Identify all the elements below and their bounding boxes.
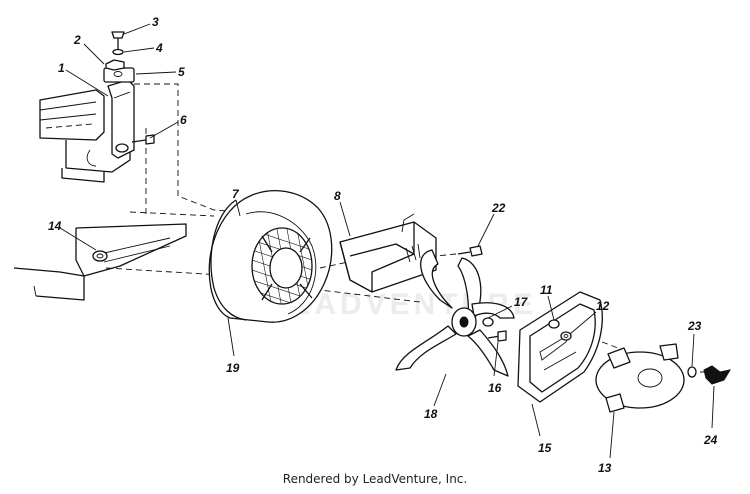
engine-outline bbox=[39, 89, 131, 183]
chute-bracket bbox=[339, 213, 437, 293]
leader-lines bbox=[59, 23, 715, 459]
bolt-6 bbox=[131, 134, 155, 145]
washer-4 bbox=[112, 48, 124, 56]
nut-11 bbox=[548, 319, 560, 329]
callout-8: 8 bbox=[334, 189, 341, 203]
render-credit-footer: Rendered by LeadVenture, Inc. bbox=[282, 472, 468, 486]
callout-17: 17 bbox=[514, 295, 529, 309]
bolt-16 bbox=[487, 330, 507, 342]
impeller-cover bbox=[595, 343, 685, 413]
callout-3: 3 bbox=[152, 15, 159, 29]
washer-23 bbox=[687, 366, 697, 378]
screw-22 bbox=[457, 245, 483, 257]
callout-15: 15 bbox=[538, 441, 552, 455]
callout-6: 6 bbox=[180, 113, 187, 127]
callout-19: 19 bbox=[226, 361, 240, 375]
callout-24: 24 bbox=[703, 433, 718, 447]
mounting-bracket bbox=[103, 67, 135, 159]
washer-12 bbox=[560, 331, 572, 341]
callout-12: 12 bbox=[596, 299, 610, 313]
callout-11: 11 bbox=[540, 283, 553, 297]
callout-16: 16 bbox=[488, 381, 502, 395]
callout-14: 14 bbox=[48, 219, 62, 233]
intake-grille bbox=[251, 227, 313, 305]
knob-24 bbox=[703, 365, 732, 385]
callout-23: 23 bbox=[687, 319, 702, 333]
callout-2: 2 bbox=[73, 33, 81, 47]
callout-5: 5 bbox=[178, 65, 185, 79]
screw-3 bbox=[111, 31, 125, 52]
callout-4: 4 bbox=[155, 41, 163, 55]
callout-1: 1 bbox=[58, 61, 65, 75]
nut-2 bbox=[105, 59, 125, 71]
callout-18: 18 bbox=[424, 407, 438, 421]
cover-plate bbox=[517, 291, 603, 403]
hub-washer-17 bbox=[482, 317, 494, 327]
callout-7: 7 bbox=[232, 187, 240, 201]
callout-13: 13 bbox=[598, 461, 612, 475]
frame-rail bbox=[13, 223, 187, 301]
nut-14 bbox=[92, 250, 108, 262]
callout-22: 22 bbox=[491, 201, 506, 215]
impeller bbox=[395, 249, 515, 377]
